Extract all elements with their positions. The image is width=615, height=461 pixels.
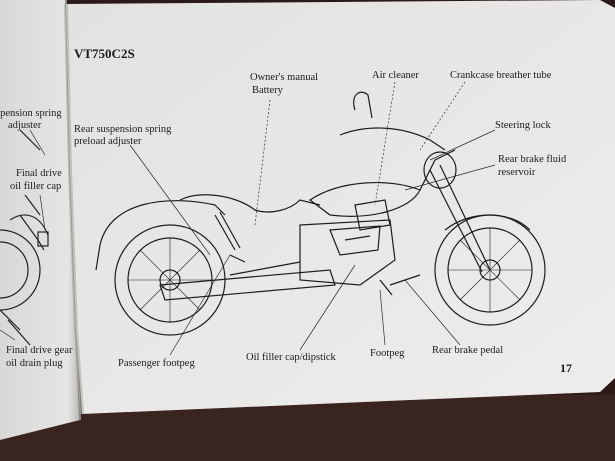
- rear-brake-fluid-label-2: reservoir: [498, 167, 536, 178]
- rear-suspension-label-2: preload adjuster: [74, 136, 142, 147]
- motorcycle-drawing: [95, 91, 546, 336]
- rear-brake-fluid-label: Rear brake fluid: [498, 154, 567, 165]
- left-suspension-label: spension spring: [0, 108, 62, 119]
- passenger-footpeg-label: Passenger footpeg: [118, 358, 195, 369]
- steering-lock-label: Steering lock: [495, 120, 551, 131]
- left-suspension-label-2: adjuster: [8, 120, 42, 131]
- crankcase-breather-label: Crankcase breather tube: [450, 70, 552, 81]
- leader-lines: [0, 81, 496, 356]
- air-cleaner-label: Air cleaner: [372, 70, 419, 81]
- footpeg-label: Footpeg: [370, 348, 405, 359]
- page-number: 17: [560, 361, 572, 375]
- left-page-drawing: [0, 129, 49, 346]
- page-shadow: [64, 3, 84, 415]
- left-final-drive-label-2: oil filler cap: [10, 181, 62, 192]
- owners-manual-label: Owner's manual: [250, 72, 319, 83]
- rear-brake-pedal-label: Rear brake pedal: [432, 345, 504, 356]
- rear-suspension-label: Rear suspension spring: [74, 124, 172, 135]
- left-final-drive-label: Final drive: [16, 168, 62, 179]
- oil-filler-cap-label: Oil filler cap/dipstick: [246, 352, 336, 363]
- left-final-drain-label: Final drive gear: [6, 345, 73, 356]
- model-heading: VT750C2S: [74, 46, 135, 61]
- left-final-drain-label-2: oil drain plug: [6, 358, 63, 369]
- battery-label: Battery: [252, 85, 283, 96]
- right-page: [66, 0, 615, 414]
